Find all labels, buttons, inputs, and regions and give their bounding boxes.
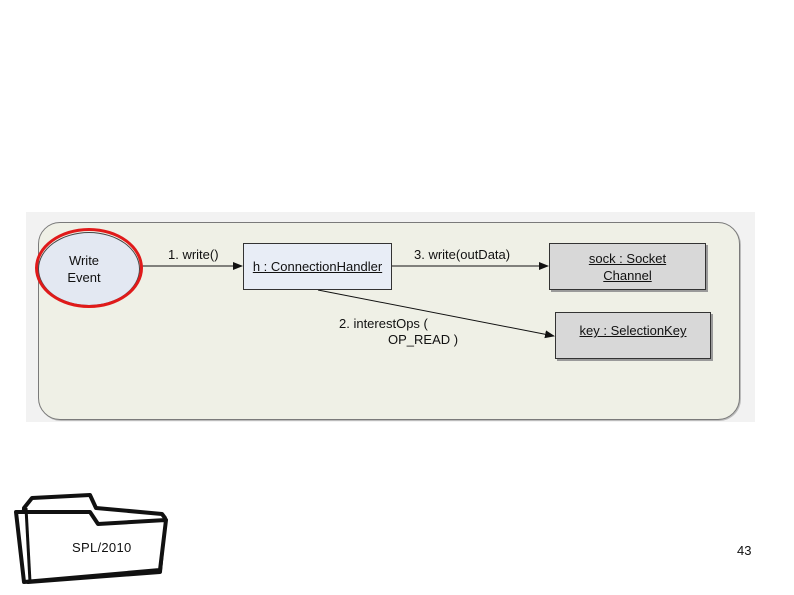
- connection-handler-node: h : ConnectionHandler: [243, 243, 392, 290]
- page-number: 43: [737, 543, 752, 558]
- socket-channel-label-2: Channel: [603, 267, 652, 283]
- selection-key-label: key : SelectionKey: [579, 323, 687, 338]
- write-event-label-2: Event: [67, 270, 101, 285]
- message-2-label-2: OP_READ ): [388, 332, 459, 347]
- arrow-interestops: [317, 289, 555, 339]
- connection-handler-label: h : ConnectionHandler: [252, 259, 383, 274]
- message-3-label: 3. write(outData): [414, 247, 511, 262]
- socket-channel-label-1: sock : Socket: [588, 250, 667, 266]
- selection-key-node: key : SelectionKey: [555, 312, 711, 359]
- message-1-label: 1. write(): [168, 247, 219, 262]
- write-event-node: Write Event: [38, 232, 140, 306]
- folder-icon: [14, 493, 168, 584]
- socket-channel-node: sock : Socket Channel: [549, 243, 706, 290]
- message-2-label-1: 2. interestOps (: [339, 316, 428, 331]
- write-event-label-1: Write: [68, 253, 100, 268]
- folder-label: SPL/2010: [72, 540, 132, 555]
